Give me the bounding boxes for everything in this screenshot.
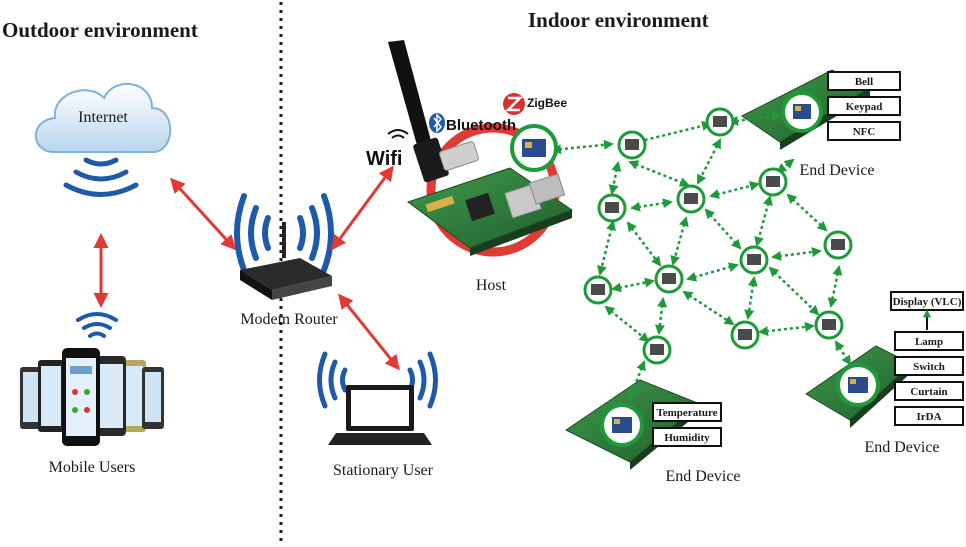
- sensor-box-lamp: Lamp: [894, 331, 964, 351]
- sensor-box-irda: IrDA: [894, 406, 964, 426]
- host-label: Host: [476, 277, 507, 294]
- mobile-phones-icon: [20, 312, 164, 446]
- svg-text:Display (VLC): Display (VLC): [893, 296, 962, 308]
- end-device-bottom-label: End Device: [665, 468, 740, 485]
- modem-router-label: Modem Router: [240, 311, 338, 328]
- mesh-node: [654, 264, 684, 294]
- mesh-node: [617, 130, 647, 160]
- network-links: [93, 165, 400, 371]
- mesh-node: [814, 310, 844, 340]
- sensor-box-display-vlc: Display (VLC): [890, 291, 964, 311]
- internet-cloud-icon: [34, 82, 172, 197]
- modem-router-icon: [234, 193, 334, 300]
- mesh-node: [583, 275, 613, 305]
- svg-text:NFC: NFC: [853, 126, 876, 138]
- sensor-box-humidity: Humidity: [652, 427, 722, 447]
- sensor-box-switch: Switch: [894, 356, 964, 376]
- wifi-icon: [387, 129, 409, 139]
- mesh-node: [758, 167, 788, 197]
- svg-text:Switch: Switch: [913, 361, 945, 373]
- svg-text:Temperature: Temperature: [656, 407, 717, 419]
- end-device-board-bottom: [565, 379, 701, 470]
- bluetooth-icon: [429, 113, 445, 133]
- end-device-right-label: End Device: [864, 439, 939, 456]
- end-device-top-label: End Device: [799, 162, 874, 179]
- zigbee-mesh-links: [551, 111, 852, 400]
- mesh-node: [739, 245, 769, 275]
- wifi-label: Wifi: [366, 148, 402, 170]
- mesh-node: [730, 320, 760, 350]
- host-raspberry-pi-icon: [388, 40, 574, 257]
- sensor-box-curtain: Curtain: [894, 381, 964, 401]
- laptop-icon: [317, 351, 438, 445]
- mesh-node: [676, 184, 706, 214]
- outdoor-header: Outdoor environment: [2, 18, 198, 42]
- zigbee-mesh-nodes: [510, 107, 853, 365]
- mesh-node: [642, 335, 672, 365]
- zigbee-icon: [503, 93, 525, 115]
- mesh-node: [597, 193, 627, 223]
- svg-text:Keypad: Keypad: [846, 101, 883, 113]
- stationary-user-label: Stationary User: [333, 462, 434, 479]
- svg-text:Bell: Bell: [855, 76, 873, 88]
- sensor-box-keypad: Keypad: [827, 96, 901, 116]
- zigbee-label: ZigBee: [527, 96, 567, 110]
- mesh-node: [705, 107, 735, 137]
- svg-text:Curtain: Curtain: [910, 386, 947, 398]
- end-device-board-right: [805, 345, 913, 428]
- mobile-users-label: Mobile Users: [49, 459, 136, 476]
- sensor-box-temperature: Temperature: [652, 402, 722, 422]
- svg-text:Humidity: Humidity: [664, 432, 710, 444]
- sensor-box-bell: Bell: [827, 71, 901, 91]
- svg-text:Lamp: Lamp: [915, 336, 943, 348]
- host-zigbee-module: [510, 124, 558, 172]
- mesh-node: [823, 230, 853, 260]
- svg-text:IrDA: IrDA: [916, 411, 941, 423]
- indoor-header: Indoor environment: [528, 8, 709, 32]
- bluetooth-label: Bluetooth: [446, 117, 516, 134]
- internet-label: Internet: [78, 109, 128, 126]
- sensor-box-nfc: NFC: [827, 121, 901, 141]
